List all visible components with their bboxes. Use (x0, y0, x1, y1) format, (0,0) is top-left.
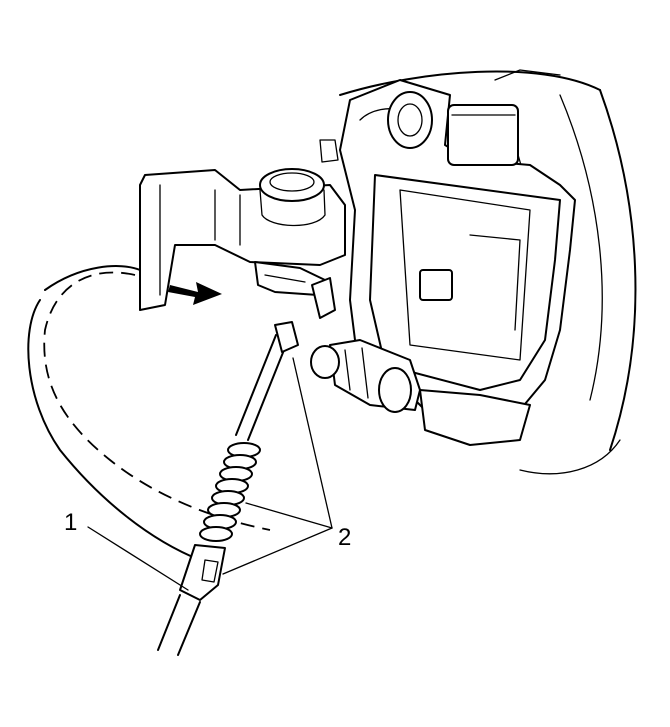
guide-pin-bolt (310, 339, 421, 413)
cable-spring (199, 442, 261, 542)
caliper-body (319, 79, 576, 446)
parking-brake-lever (254, 261, 336, 319)
parking-brake-cable (157, 321, 299, 656)
callout-1: 1 (64, 509, 78, 536)
caliper-bracket (139, 168, 346, 311)
callout-2: 2 (338, 524, 352, 551)
callout-leaders (87, 357, 333, 591)
direction-arrow (168, 282, 222, 305)
splash-shield (27, 265, 271, 561)
